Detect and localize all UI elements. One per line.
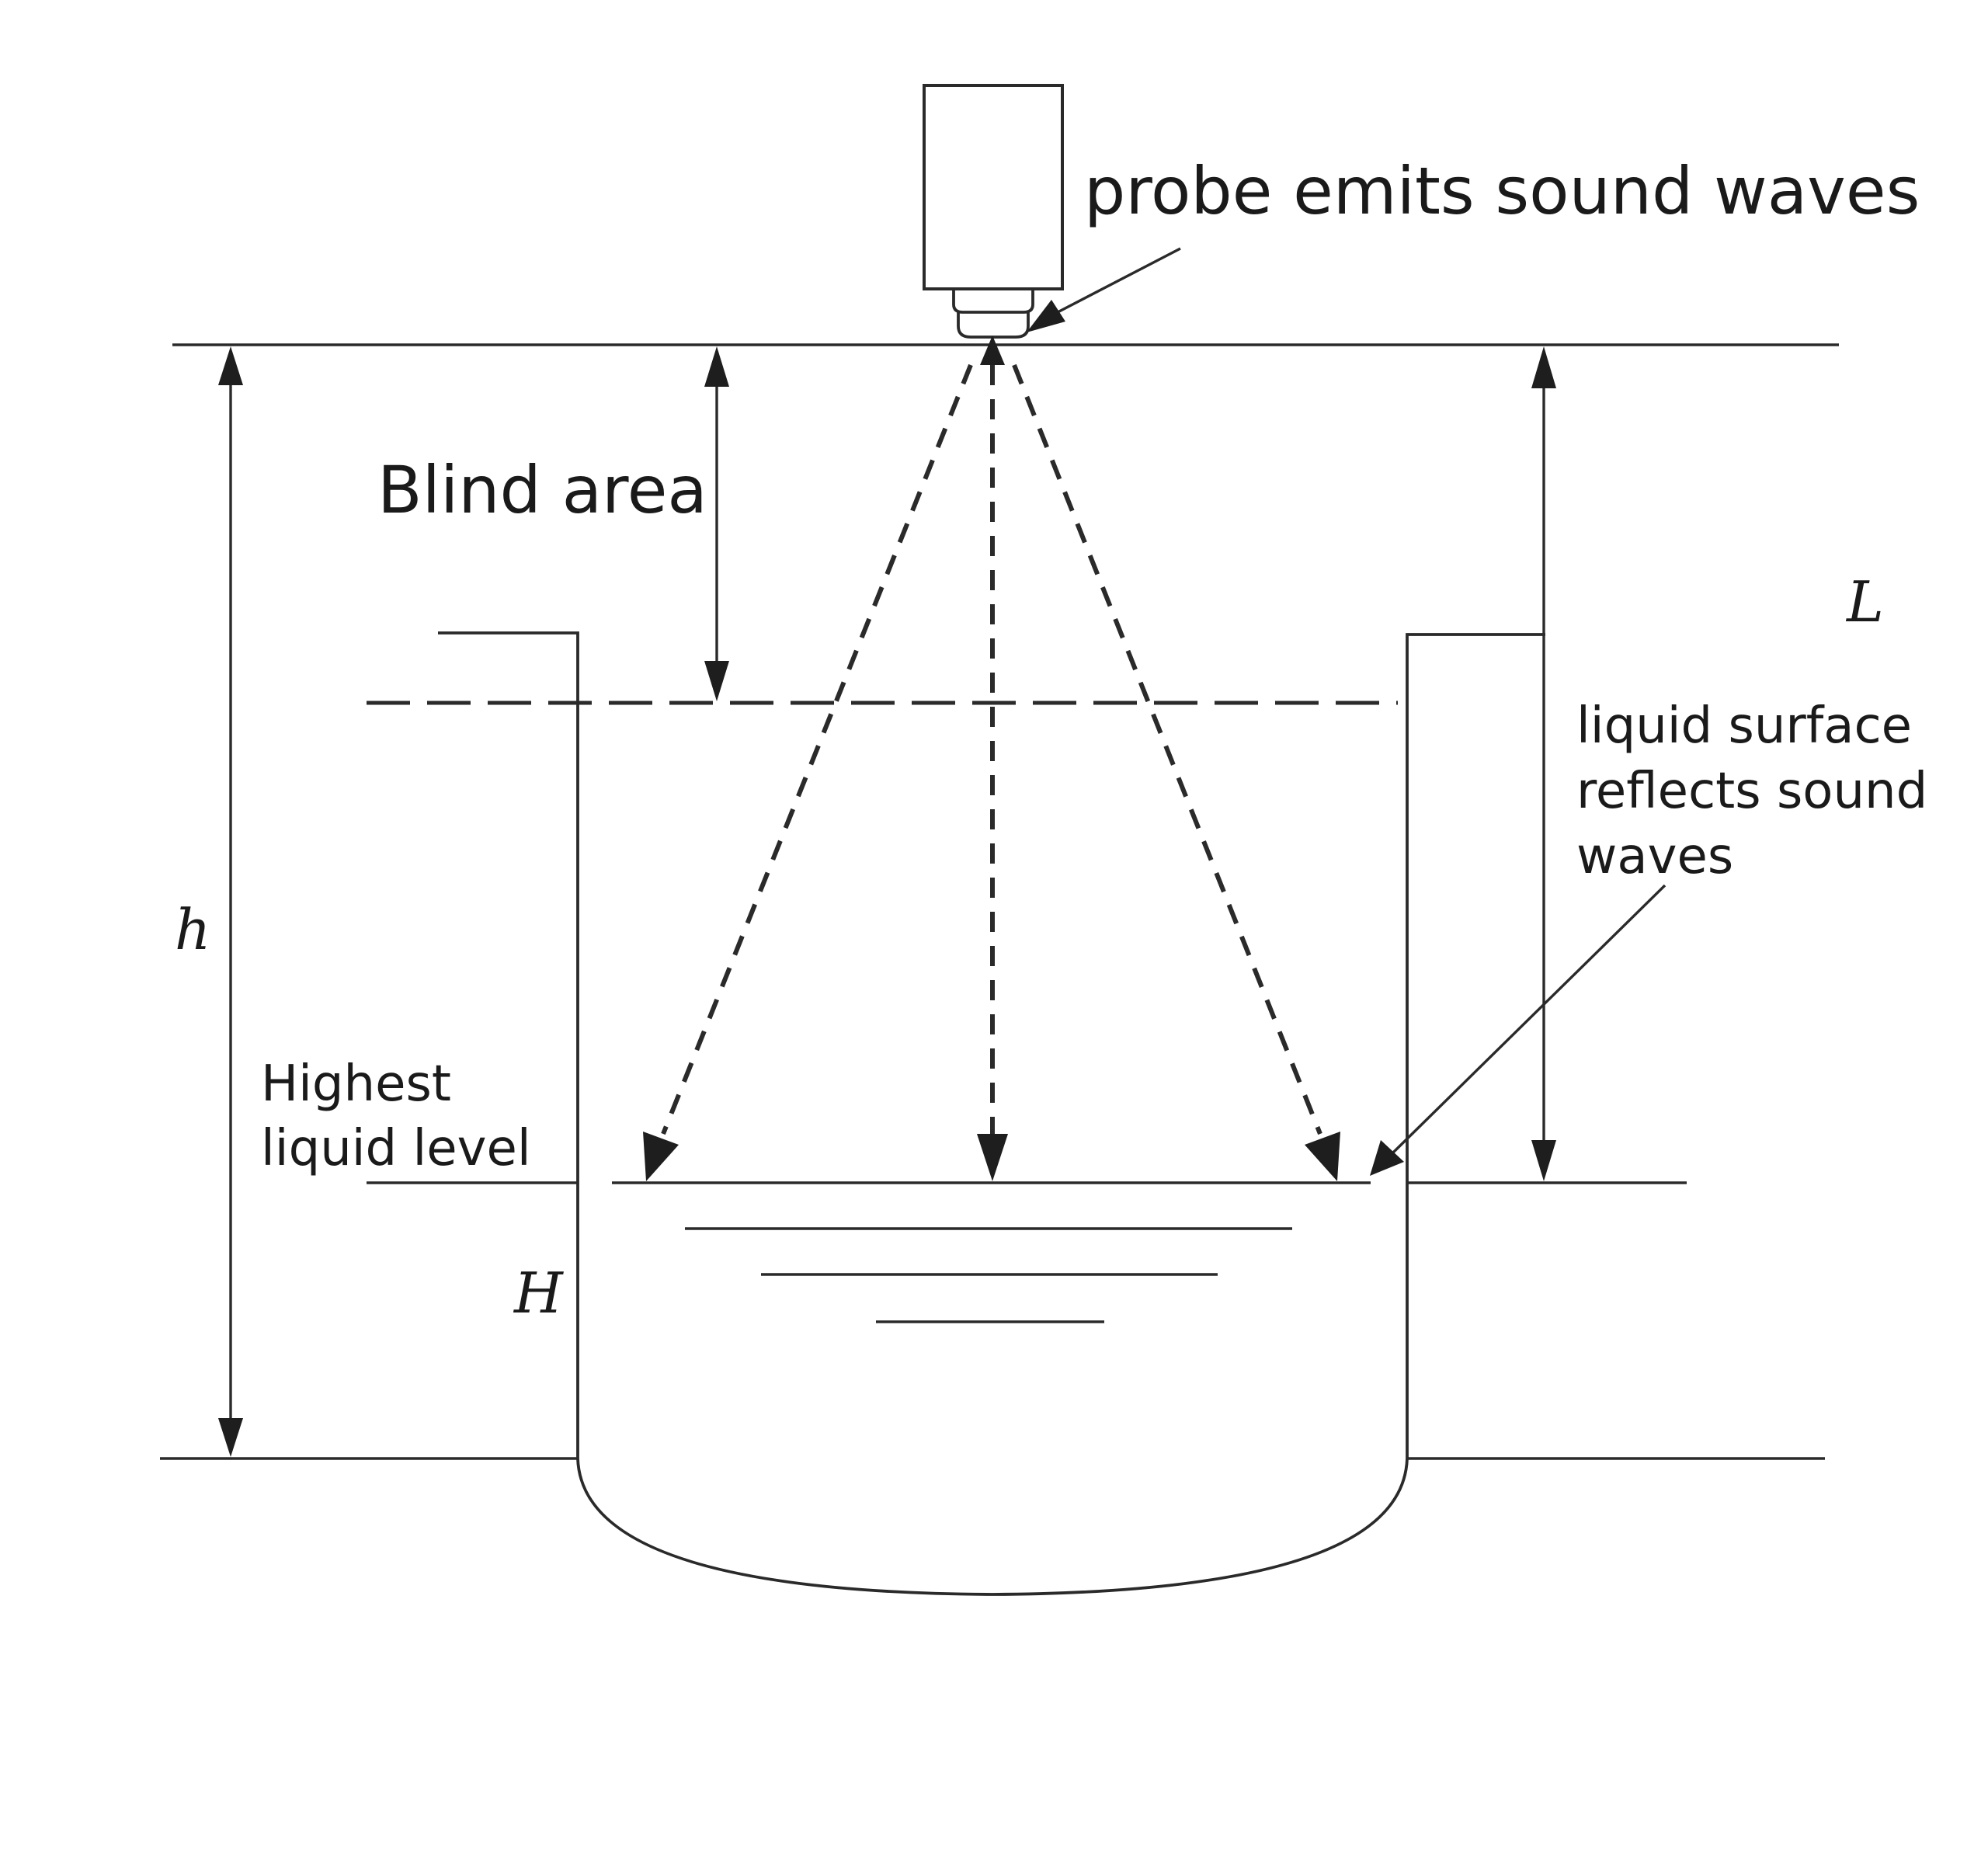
probe-transducer [957,312,1030,339]
probe-neck [952,289,1034,314]
h-dimension [218,346,243,1457]
H-label: H [513,1260,564,1326]
ray-right [1012,363,1322,1135]
probe [923,84,1064,339]
probe-source-arrowhead [980,336,1005,365]
highest-level-label-line2: liquid level [261,1120,531,1177]
probe-label: probe emits sound waves [1084,153,1920,229]
highest-level-label-line1: Highest [261,1055,451,1113]
blind-area-dimension [704,346,729,701]
probe-leader-arrow [1027,247,1181,332]
reflection-label-line2: reflects sound [1576,763,1927,820]
L-label: L [1845,569,1884,635]
reflection-label: liquid surface reflects sound waves [1576,697,1944,885]
reflection-leader-arrow [1370,884,1667,1176]
tank-left-wall [438,631,579,1458]
h-label: h [175,897,210,962]
probe-body [923,84,1064,290]
ray-left [661,363,973,1135]
blind-area-label: Blind area [377,452,707,528]
highest-level-label: Highest liquid level [261,1055,531,1177]
tank-bottom [576,1458,1409,1596]
sound-wave-rays [643,336,1340,1181]
reflection-label-line3: waves [1576,828,1733,885]
L-dimension [1531,346,1556,1181]
tank-right-wall [1406,633,1545,1458]
reflection-label-line1: liquid surface [1576,697,1912,755]
